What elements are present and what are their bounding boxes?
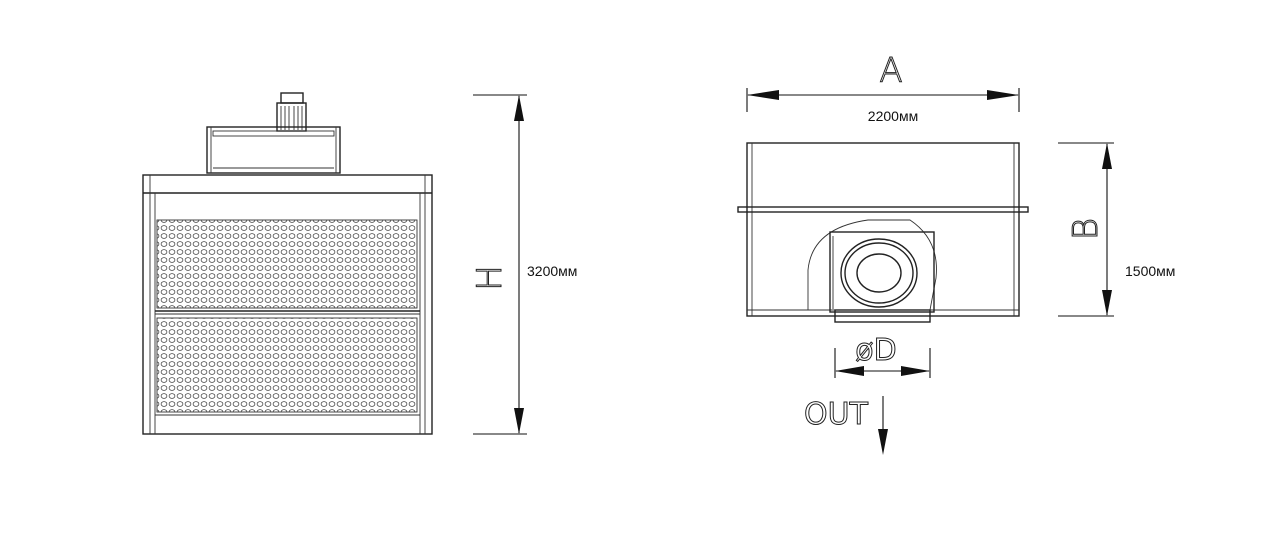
- top-view: A 2200мм B 1500: [737, 51, 1175, 455]
- height-dimension: H 3200мм: [470, 94, 577, 435]
- fan-housing: [206, 126, 341, 174]
- height-value: 3200мм: [527, 263, 577, 279]
- outlet-label: OUT: [804, 397, 869, 432]
- filter-panel-upper: [156, 219, 418, 309]
- outlet-arrow: OUT: [804, 396, 888, 455]
- duct-diameter-label: øD: [855, 333, 896, 368]
- depth-letter: B: [1066, 218, 1106, 240]
- depth-value: 1500мм: [1125, 263, 1175, 279]
- depth-dimension: B 1500мм: [1058, 142, 1175, 317]
- booth-top-outline: [737, 142, 1029, 317]
- front-view: H 3200мм: [142, 92, 577, 435]
- fan-outlet: [807, 219, 937, 323]
- width-value: 2200мм: [868, 108, 918, 124]
- duct-diameter-dimension: øD: [834, 333, 931, 378]
- filter-panel-lower: [156, 317, 418, 413]
- height-letter: H: [470, 265, 510, 291]
- booth-cabinet: [142, 174, 433, 435]
- fan-motor: [276, 92, 307, 132]
- width-dimension: A 2200мм: [746, 51, 1020, 124]
- width-letter: A: [879, 51, 902, 91]
